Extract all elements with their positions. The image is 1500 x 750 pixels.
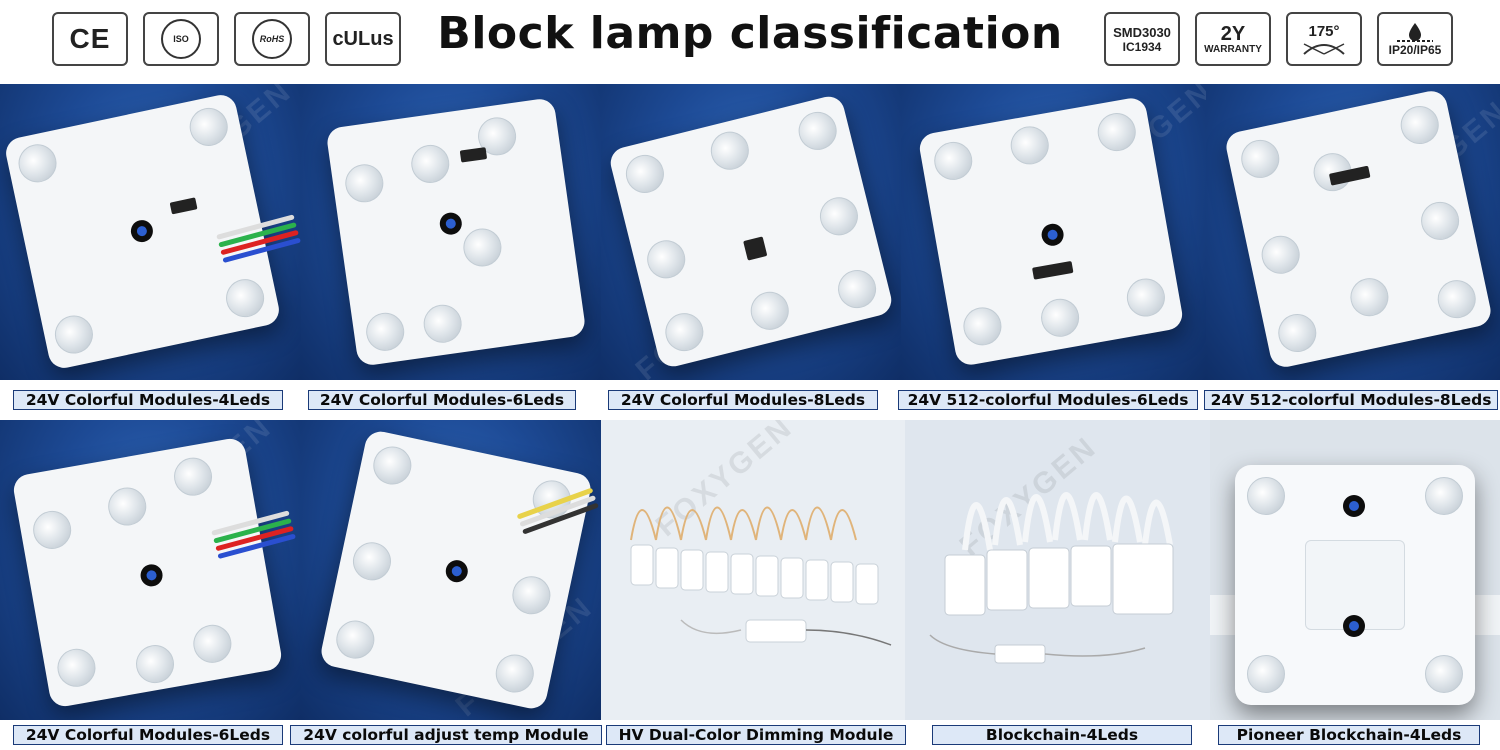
product-label-7: 24V colorful adjust temp Module (290, 725, 602, 745)
warranty-icon: 2Y WARRANTY (1195, 12, 1271, 66)
led-module (325, 97, 587, 367)
ce-mark-icon: CE (52, 12, 128, 66)
blockchain-string-illustration (929, 492, 1174, 664)
led-module (1235, 465, 1475, 705)
led-module (11, 436, 284, 709)
led-module (917, 95, 1185, 368)
product-label-10: Pioneer Blockchain-4Leds (1218, 725, 1480, 745)
product-image-7: FOXYGEN (301, 420, 601, 720)
product-label-2: 24V Colorful Modules-6Leds (308, 390, 576, 410)
chip-spec-icon: SMD3030 IC1934 (1104, 12, 1180, 66)
waterproof-icon: IP20/IP65 (1377, 12, 1453, 66)
product-image-5: FOXYGEN (1206, 84, 1500, 380)
beam-arc-icon (1303, 42, 1345, 55)
product-image-1: FOXYGEN (0, 84, 301, 380)
product-label-4: 24V 512-colorful Modules-6Leds (898, 390, 1198, 410)
water-drop-icon (1397, 23, 1433, 42)
led-module (318, 428, 594, 712)
product-label-1: 24V Colorful Modules-4Leds (13, 390, 283, 410)
product-image-4: FOXYGEN (901, 84, 1206, 380)
header: CE ISO RoHS cULus Block lamp classificat… (0, 0, 1500, 82)
product-label-9: Blockchain-4Leds (932, 725, 1192, 745)
product-image-9: FOXYGEN (905, 420, 1210, 720)
led-module (607, 93, 895, 370)
beam-angle-icon: 175° (1286, 12, 1362, 66)
page-title: Block lamp classification (437, 8, 1063, 59)
ul-listed-icon: cULus (325, 12, 401, 66)
iso-seal-icon: ISO (143, 12, 219, 66)
product-image-2: FOXYGEN (301, 84, 601, 380)
product-label-8: HV Dual-Color Dimming Module (606, 725, 906, 745)
product-label-3: 24V Colorful Modules-8Leds (608, 390, 878, 410)
product-label-6: 24V Colorful Modules-6Leds (13, 725, 283, 745)
product-image-10: FOXYGEN (1210, 420, 1500, 720)
product-image-6: FOXYGEN (0, 420, 301, 720)
product-label-5: 24V 512-colorful Modules-8Leds (1204, 390, 1498, 410)
rohs-icon: RoHS (234, 12, 310, 66)
module-string-illustration (630, 506, 892, 646)
product-image-8: FOXYGEN (601, 420, 905, 720)
product-image-3: FOXYGEN (601, 84, 901, 380)
